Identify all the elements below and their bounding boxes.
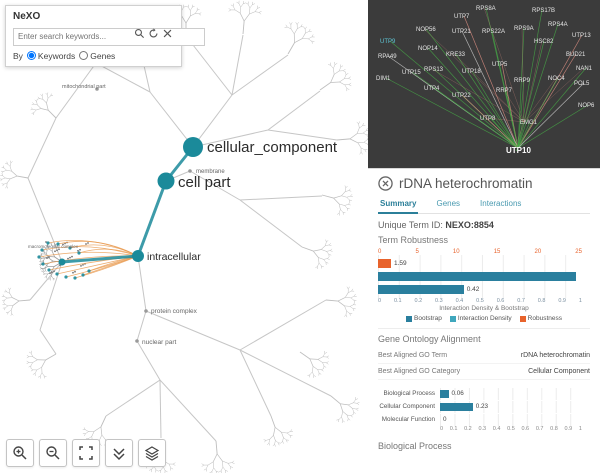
tree-node-label[interactable]: cellular_component [207,139,338,156]
go-category-value: Cellular Component [528,368,590,375]
biological-process-heading: Biological Process [378,441,452,451]
clear-search-icon[interactable] [162,28,173,39]
search-panel: NeXO By K [5,5,205,67]
tree-node[interactable] [183,137,203,157]
gene-label[interactable]: NAN1 [576,66,593,72]
graph-toolbar [6,439,166,467]
search-by-label: By [13,50,23,61]
detail-tabs: Summary Genes Interactions [378,196,590,214]
expand-tree-button[interactable] [105,439,133,467]
gene-label[interactable]: UTP15 [402,70,421,76]
unique-term-id: Unique Term ID: NEXO:8854 [378,220,494,230]
gene-label[interactable]: RPS8A [476,6,496,12]
gene-label[interactable]: UTP18 [462,69,481,75]
gene-label[interactable]: DIM1 [376,76,391,82]
tree-node[interactable] [157,172,175,190]
gene-label[interactable]: RPS13 [424,67,444,73]
tree-term-label[interactable]: protein complex [151,308,198,315]
tree-term-label[interactable]: macromolecular complex [28,244,79,249]
refresh-icon[interactable] [148,28,159,39]
gene-label[interactable]: UTP5 [492,62,508,68]
gene-label[interactable]: RPS22A [482,29,505,35]
gene-label[interactable]: RPA49 [378,54,397,60]
gene-label[interactable]: NOP14 [418,46,438,52]
gene-label[interactable]: RRP7 [496,88,513,94]
term-title: rDNA heterochromatin [399,176,533,191]
keywords-option[interactable]: Keywords [26,50,76,61]
tree-term-label[interactable]: nuclear part [142,339,177,346]
zoom-in-button[interactable] [6,439,34,467]
gene-label[interactable]: UTP7 [454,14,470,20]
gene-label[interactable]: UTP9 [380,39,396,45]
ontology-tree-panel[interactable]: mitochondrial part membrane protein comple… [0,0,368,473]
go-alignment-heading: Gene Ontology Alignment [378,334,481,344]
gene-label[interactable]: UTP21 [452,29,471,35]
go-category-label: Best Aligned GO Category [378,368,461,375]
genes-radio[interactable] [79,51,89,60]
gene-label[interactable]: RRP9 [514,78,531,84]
gene-label[interactable]: RPS9A [514,26,534,32]
term-robustness-heading: Term Robustness [378,235,449,245]
gene-label[interactable]: NOP56 [416,27,436,33]
tree-term-label[interactable]: mitochondrial part [62,84,106,90]
genes-option-label: Genes [90,50,116,61]
gene-label[interactable]: EMG1 [520,120,538,126]
gene-label[interactable]: POL5 [574,81,590,87]
app-title: NeXO [13,11,41,22]
gene-label[interactable]: RPS4A [548,22,568,28]
tab-summary[interactable]: Summary [378,196,419,214]
keywords-radio[interactable] [26,51,36,60]
gene-label[interactable]: NOC4 [548,76,565,82]
ontology-graph-canvas[interactable]: mitochondrial part membrane protein comple… [0,0,368,473]
gene-label[interactable]: UTP10 [506,146,531,155]
tree-term-label[interactable]: membrane [196,169,225,175]
gene-label[interactable]: UTP4 [424,86,440,92]
gene-label[interactable]: UTP13 [572,33,591,39]
tree-node-label[interactable]: cell part [178,174,231,191]
tree-node-label[interactable]: intracellular [147,251,201,263]
gene-label[interactable]: NOP6 [578,103,595,109]
tree-node[interactable] [132,250,144,262]
search-icon[interactable] [134,28,145,39]
gene-label[interactable]: UTP22 [452,93,471,99]
term-detail-panel: rDNA heterochromatin Summary Genes Inter… [368,168,600,473]
go-term-label: Best Aligned GO Term [378,352,448,359]
close-detail-icon[interactable] [378,176,393,191]
gene-label[interactable]: RPS17B [532,8,555,14]
tab-interactions[interactable]: Interactions [480,199,522,208]
gene-label[interactable]: UTP8 [480,116,496,122]
go-term-row: Best Aligned GO Term rDNA heterochromati… [378,348,590,364]
go-term-value: rDNA heterochromatin [520,352,590,359]
gene-label[interactable]: KRE33 [446,52,466,58]
gene-label[interactable]: BUD21 [566,52,586,58]
genes-option[interactable]: Genes [79,51,115,61]
layers-button[interactable] [138,439,166,467]
search-input[interactable] [13,27,205,46]
tab-genes[interactable]: Genes [436,199,461,208]
go-category-row: Best Aligned GO Category Cellular Compon… [378,364,590,380]
keywords-option-label: Keywords [37,50,76,61]
divider [378,328,590,329]
gene-label[interactable]: HSC82 [534,39,554,45]
zoom-out-button[interactable] [39,439,67,467]
fit-to-screen-button[interactable] [72,439,100,467]
